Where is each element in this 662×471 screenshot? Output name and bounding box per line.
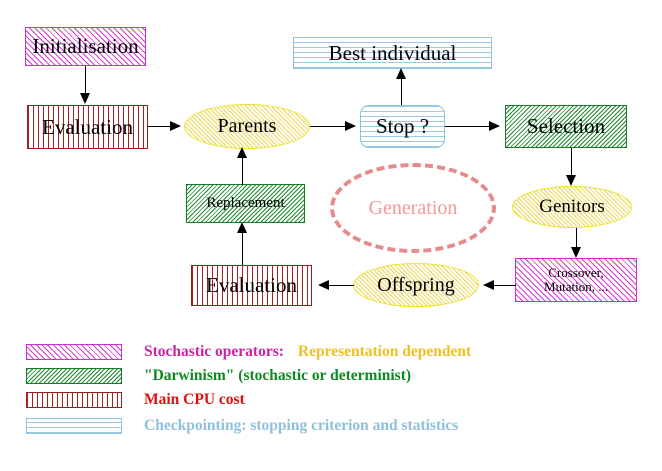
edge-parents-to-stop	[310, 126, 346, 128]
edge-genitors-to-operators	[576, 228, 578, 249]
legend-swatch-green	[26, 368, 122, 384]
node-operators-label-1: Crossover,	[548, 265, 604, 281]
node-operators-label-2: Mutation, ...	[544, 279, 608, 294]
arrowhead-offspring-to-eval	[318, 280, 329, 290]
node-stop-label: Stop ?	[375, 114, 430, 139]
edge-selection-to-genitors	[571, 148, 573, 177]
legend-label-stochastic: Stochastic operators:	[144, 343, 284, 360]
node-selection[interactable]: Selection	[505, 105, 627, 148]
node-parents[interactable]: Parents	[184, 104, 310, 149]
arrowhead-parents-to-stop	[345, 121, 356, 131]
arrowhead-genitors-to-operators	[571, 247, 581, 258]
node-stop[interactable]: Stop ?	[360, 105, 445, 148]
legend-label-representation: Representation dependent	[297, 343, 472, 360]
node-offspring[interactable]: Offspring	[353, 263, 479, 307]
legend-label-checkpointing: Checkpointing: stopping criterion and st…	[144, 417, 459, 434]
legend-row-cpu: Main CPU cost	[26, 390, 245, 410]
node-generation-label: Generation	[368, 196, 458, 219]
legend-swatch-red	[26, 392, 122, 408]
node-selection-label: Selection	[526, 114, 606, 139]
node-replacement[interactable]: Replacement	[186, 184, 305, 223]
node-operators[interactable]: Crossover, Mutation, ...	[515, 258, 637, 302]
legend-row-checkpointing: Checkpointing: stopping criterion and st…	[26, 416, 458, 436]
node-genitors-label: Genitors	[539, 196, 605, 218]
node-replacement-label: Replacement	[206, 194, 285, 211]
legend-label-cpu: Main CPU cost	[144, 391, 245, 408]
legend-swatch-magenta	[26, 344, 122, 360]
node-initialisation-label: Initialisation	[32, 34, 139, 59]
arrowhead-eval-to-replacement	[237, 222, 247, 233]
arrowhead-operators-to-offspring	[483, 280, 494, 290]
node-evaluation-bottom-label: Evaluation	[206, 273, 297, 298]
legend-row-darwinism: "Darwinism" (stochastic or determinist)	[26, 366, 411, 386]
edge-offspring-to-eval	[328, 285, 354, 287]
node-offspring-label: Offspring	[377, 273, 455, 296]
arrowhead-init-to-eval	[80, 93, 90, 104]
node-evaluation-bottom[interactable]: Evaluation	[191, 265, 312, 306]
arrowhead-replacement-to-parents	[237, 147, 247, 158]
edge-stop-to-best	[401, 78, 403, 105]
edge-operators-to-offspring	[492, 285, 516, 287]
node-evaluation-top-label: Evaluation	[42, 114, 133, 139]
arrowhead-stop-to-best	[396, 68, 406, 79]
node-generation: Generation	[330, 163, 496, 253]
legend-label-darwinism: "Darwinism" (stochastic or determinist)	[144, 367, 412, 384]
arrowhead-stop-to-selection	[489, 121, 500, 131]
node-parents-label: Parents	[217, 115, 277, 137]
edge-eval-to-parents	[148, 126, 172, 128]
edge-replacement-to-parents	[242, 157, 244, 185]
arrowhead-eval-to-parents	[170, 121, 181, 131]
node-evaluation-top[interactable]: Evaluation	[27, 105, 148, 149]
node-initialisation[interactable]: Initialisation	[25, 27, 146, 66]
node-best-individual-label: Best individual	[328, 40, 457, 65]
legend-row-stochastic: Stochastic operators: Representation dep…	[26, 342, 471, 362]
legend-swatch-blue	[26, 418, 122, 434]
node-genitors[interactable]: Genitors	[512, 186, 632, 228]
arrowhead-selection-to-genitors	[566, 175, 576, 186]
edge-eval-to-replacement	[242, 232, 244, 265]
edge-init-to-eval	[85, 66, 87, 96]
node-best-individual[interactable]: Best individual	[293, 37, 492, 69]
edge-stop-to-selection	[445, 126, 490, 128]
